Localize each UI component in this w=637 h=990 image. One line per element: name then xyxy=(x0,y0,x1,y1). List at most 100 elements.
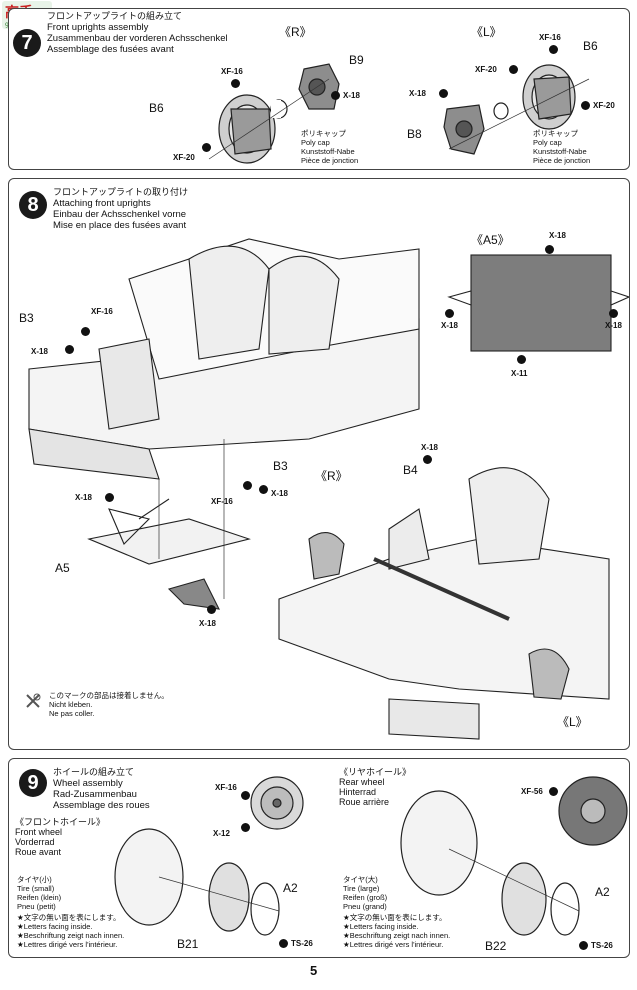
label-x12: X-12 xyxy=(213,829,230,838)
letters-front-en: ★Letters facing inside. xyxy=(17,922,93,931)
screw-x18-b xyxy=(259,485,268,494)
rear-wheel-fr: Roue arrière xyxy=(339,797,390,807)
polycap-right-en: Poly cap xyxy=(301,138,330,147)
chassis-bottom xyxy=(278,467,610,740)
label-b6-right: B6 xyxy=(149,101,164,115)
letters-front-jp: ★文字の無い面を表にします。 xyxy=(17,913,121,922)
screw-x18-g xyxy=(207,605,216,614)
paint-dot-xf56 xyxy=(549,787,558,796)
front-wheel-jp: 《フロントホイール》 xyxy=(15,817,106,827)
label-x18-a5-left: X-18 xyxy=(441,321,458,330)
rear-wheel-drawing xyxy=(400,776,628,936)
polycap-left-fr: Pièce de jonction xyxy=(533,156,591,165)
screw-x18-a5-top xyxy=(545,245,554,254)
step7-title-jp: フロントアップライトの組み立て xyxy=(47,11,183,21)
step8-r-tag: 《R》 xyxy=(315,469,348,483)
letters-front-fr: ★Lettres dirigé vers l'intérieur. xyxy=(17,940,118,949)
tire-small-fr: Pneu (petit) xyxy=(17,902,56,911)
label-x18-a5-right: X-18 xyxy=(605,321,622,330)
front-wheel-en: Front wheel xyxy=(15,827,63,837)
letters-rear-jp: ★文字の無い面を表にします。 xyxy=(343,913,447,922)
label-x11: X-11 xyxy=(511,369,528,378)
label-b21: B21 xyxy=(177,937,199,951)
label-xf16-left: XF-16 xyxy=(539,33,561,42)
polycap-left-en: Poly cap xyxy=(533,138,562,147)
rear-wheel-jp: 《リヤホイール》 xyxy=(339,767,412,777)
paint-dot-xf16-b xyxy=(243,481,252,490)
step7-illustration xyxy=(208,63,590,164)
paint-dot-ts26-rear xyxy=(579,941,588,950)
step7-right-tag: 《R》 xyxy=(279,25,312,39)
tire-large-fr: Pneu (grand) xyxy=(343,902,387,911)
paint-dot-xf20-right xyxy=(202,143,211,152)
label-x18-c: X-18 xyxy=(421,443,438,452)
screw-x11 xyxy=(517,355,526,364)
step8-panel: 8 フロントアップライトの取り付け Attaching front uprigh… xyxy=(8,178,630,750)
paint-dot-ts26-front xyxy=(279,939,288,948)
label-b9: B9 xyxy=(349,53,364,67)
screw-x18-a xyxy=(65,345,74,354)
label-x18-right: X-18 xyxy=(343,91,360,100)
label-xf16-b: XF-16 xyxy=(211,497,233,506)
label-x18-b: X-18 xyxy=(271,489,288,498)
label-a5: A5 xyxy=(55,561,70,575)
step8-title-jp: フロントアップライトの取り付け xyxy=(53,187,189,197)
step8-title-de: Einbau der Achsschenkel vorne xyxy=(53,209,187,220)
letters-rear-fr: ★Lettres dirigé vers l'intérieur. xyxy=(343,940,444,949)
plate-a5 xyxy=(87,439,251,610)
front-wheel-heading: 《フロントホイール》 Front wheel Vorderrad Roue av… xyxy=(15,817,105,857)
rear-wheel-heading: 《リヤホイール》 Rear wheel Hinterrad Roue arriè… xyxy=(339,767,411,807)
polycap-right-label: ポリキャップ Poly cap Kunststoff-Nabe Pièce de… xyxy=(301,129,358,165)
upright-right xyxy=(208,63,340,164)
paint-dot-xf16-a xyxy=(81,327,90,336)
label-ts26-front: TS-26 xyxy=(291,939,313,948)
no-glue-fr: Ne pas coller. xyxy=(49,709,95,718)
step8-title: フロントアップライトの取り付け Attaching front uprights… xyxy=(53,187,188,231)
label-xf20-left-2: XF-20 xyxy=(593,101,615,110)
step7-number: 7 xyxy=(13,29,41,57)
rear-wheel-en: Rear wheel xyxy=(339,777,385,787)
paint-dot-xf20-left xyxy=(509,65,518,74)
paint-dot-xf16-wheel xyxy=(241,791,250,800)
a5-detail xyxy=(447,254,629,352)
paint-dot-xf20-left-2 xyxy=(581,101,590,110)
label-xf20-left: XF-20 xyxy=(475,65,497,74)
front-wheel-drawing xyxy=(114,776,304,936)
step7-title-de: Zusammenbau der vorderen Achsschenkel xyxy=(47,33,228,44)
polycap-right-jp: ポリキャップ xyxy=(301,129,346,138)
step7-title-en: Front uprights assembly xyxy=(47,22,149,33)
label-a2-rear: A2 xyxy=(595,885,610,899)
no-glue-note: このマークの部品は接着しません。 Nicht kleben. Ne pas co… xyxy=(49,691,169,718)
label-xf20-right: XF-20 xyxy=(173,153,195,162)
front-wheel-de: Vorderrad xyxy=(15,837,55,847)
step7-title: フロントアップライトの組み立て Front uprights assembly … xyxy=(47,11,228,55)
screw-x18-left xyxy=(439,89,448,98)
label-x18-a5-top: X-18 xyxy=(549,231,566,240)
label-b6-left: B6 xyxy=(583,39,598,53)
tire-large-label: タイヤ(大) Tire (large) Reifen (groß) Pneu (… xyxy=(343,875,387,911)
tire-small-en: Tire (small) xyxy=(17,884,55,893)
paint-dot-x12 xyxy=(241,823,250,832)
paint-dot-xf16-right xyxy=(231,79,240,88)
step7-title-fr: Assemblage des fusées avant xyxy=(47,44,174,55)
screw-x18-a5-left xyxy=(445,309,454,318)
label-b3-mid: B3 xyxy=(273,459,288,473)
label-x18-g: X-18 xyxy=(199,619,216,628)
step7-left-tag: 《L》 xyxy=(471,25,502,39)
step8-l-tag: 《L》 xyxy=(557,715,588,729)
label-b4: B4 xyxy=(403,463,418,477)
label-xf56: XF-56 xyxy=(521,787,543,796)
chassis-top xyxy=(28,238,420,480)
label-x18-a: X-18 xyxy=(31,347,48,356)
tire-large-de: Reifen (groß) xyxy=(343,893,388,902)
tire-large-jp: タイヤ(大) xyxy=(343,875,378,884)
step9-title-jp: ホイールの組み立て xyxy=(53,767,135,777)
no-glue-icon xyxy=(23,691,43,711)
polycap-left-de: Kunststoff-Nabe xyxy=(533,147,587,156)
step9-title-en: Wheel assembly xyxy=(53,778,123,789)
label-b3-top: B3 xyxy=(19,311,34,325)
front-wheel-fr: Roue avant xyxy=(15,847,62,857)
letters-rear-de: ★Beschriftung zeigt nach innen. xyxy=(343,931,451,940)
no-glue-de: Nicht kleben. xyxy=(49,700,93,709)
step7-panel: 7 フロントアップライトの組み立て Front uprights assembl… xyxy=(8,8,630,170)
